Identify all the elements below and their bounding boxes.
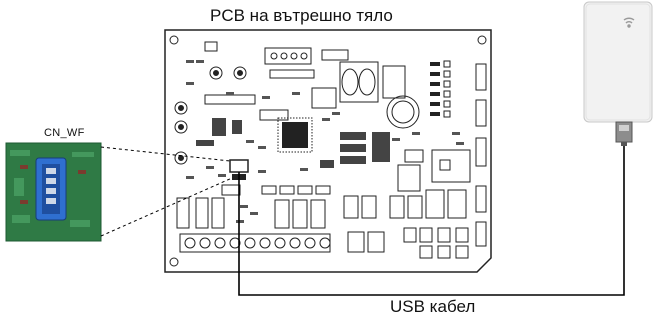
pcb-title: PCB на вътрешно тяло [210, 6, 393, 26]
usb-cable-label: USB кабел [390, 297, 475, 317]
photo-connector [36, 158, 66, 220]
usb-plug-icon [616, 122, 632, 146]
pcb-board [165, 30, 491, 272]
main-ic [278, 118, 312, 152]
cn-wf-photo [6, 143, 101, 241]
wifi-module [584, 2, 652, 122]
connector-label: CN_WF [44, 127, 85, 139]
